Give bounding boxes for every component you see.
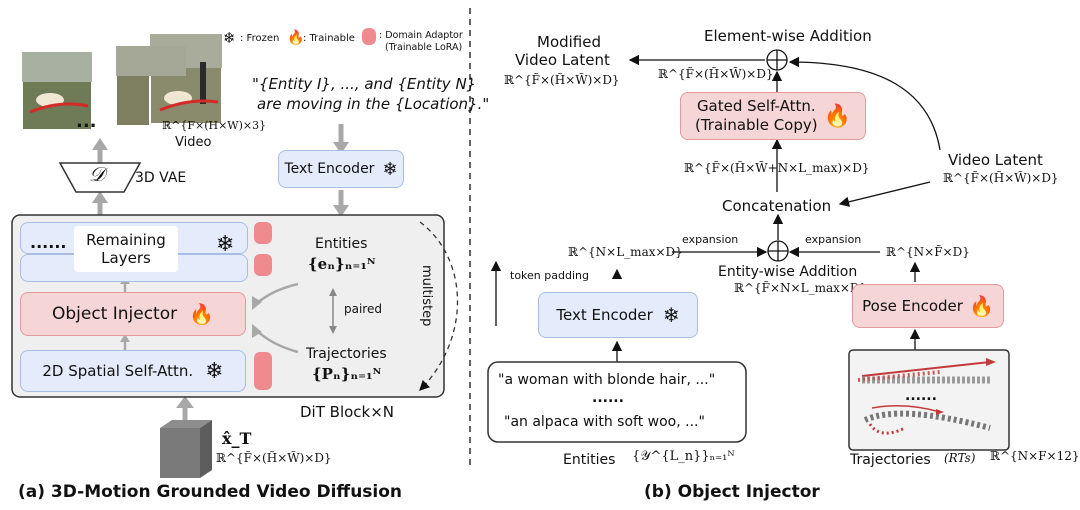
domain-adaptor-1 [254, 222, 272, 244]
modified-latent-line1: Modified [537, 33, 602, 51]
gated-self-attn-line2: (Trainable Copy) [694, 116, 818, 134]
prompt-line-1: "{Entity I}, ..., and {Entity N} [252, 75, 477, 93]
text-encoder-right-label: Text Encoder [556, 306, 653, 324]
legend-frozen: : Frozen [240, 33, 280, 44]
spatial-self-attn: 2D Spatial Self-Attn. ❄ [20, 350, 246, 392]
domain-adaptor-2 [254, 254, 272, 276]
snowflake-icon: ❄ [205, 358, 224, 384]
paired-label: paired [344, 302, 382, 316]
gated-self-attn: Gated Self-Attn. (Trainable Copy) 🔥 [680, 92, 866, 140]
fire-icon: 🔥 [968, 294, 994, 318]
video-frames [21, 33, 223, 131]
trajectories-rts: (RTs) [944, 451, 976, 465]
xt-dims: ℝ^{F̃×(H̃×W̃)×D} [216, 451, 332, 465]
snowflake-icon: ❄ [662, 303, 680, 327]
token-padding-label: token padding [510, 269, 589, 282]
vae-symbol: 𝒟 [89, 162, 105, 186]
multistep-label: multistep [419, 265, 434, 327]
text-encoder-left: Text Encoder ❄ [278, 150, 404, 188]
layers-dots: ...... [30, 233, 67, 252]
entity-prompt-1: "a woman with blonde hair, ..." [498, 372, 716, 388]
text-dims: ℝ^{N×L_max×D} [568, 245, 683, 259]
trajectories-dims: ℝ^{N×F×12} [990, 449, 1080, 463]
concat-dims: ℝ^{F̃×(H̃×W̃+N×L_max)×D} [684, 161, 870, 175]
multistep-arrow [419, 221, 458, 391]
entitywise-label: Entity-wise Addition [718, 264, 858, 280]
trajectories-label-left: Trajectories [306, 346, 387, 362]
object-injector-left: Object Injector 🔥 [20, 292, 246, 336]
vae-label: 3D VAE [135, 170, 187, 186]
entities-math-left: {eₙ}ₙ₌₁ᴺ [308, 255, 376, 273]
caption-right: (b) Object Injector [644, 482, 820, 502]
video-dims: ℝ^{F×(H×W)×3} [162, 119, 267, 132]
entities-label-left: Entities [315, 236, 368, 252]
pose-encoder: Pose Encoder 🔥 [852, 284, 1004, 328]
text-encoder-left-label: Text Encoder [284, 161, 375, 177]
entities-label-right: Entities [563, 452, 616, 468]
elementwise-dims: ℝ^{F̃×(H̃×W̃)×D} [658, 67, 774, 81]
trajectory-cameras [857, 358, 996, 435]
domain-adaptor-swatch [362, 28, 376, 45]
trajectories-label-right: Trajectories [850, 452, 931, 468]
modified-latent-dims: ℝ^{F̃×(H̃×W̃)×D} [504, 73, 620, 87]
entity-prompt-dots: ...... [592, 390, 624, 406]
legend-trainable: : Trainable [303, 33, 355, 44]
entity-prompts-box [487, 361, 747, 443]
trajectory-dots: ...... [905, 388, 937, 404]
domain-adaptor-3 [254, 352, 272, 390]
entity-prompt-2: "an alpaca with soft woo, ..." [504, 414, 705, 430]
noise-cube [160, 420, 212, 478]
video-ellipsis: ... [76, 111, 97, 132]
gated-self-attn-line1: Gated Self-Attn. [696, 97, 816, 116]
xt-label: x̂_T [222, 429, 252, 448]
text-encoder-right: Text Encoder ❄ [538, 292, 698, 338]
legend-domain-adaptor: : Domain Adaptor [379, 30, 463, 41]
trajectories-math-left: {Pₙ}ₙ₌₁ᴺ [312, 365, 382, 383]
caption-left: (a) 3D-Motion Grounded Video Diffusion [18, 482, 403, 502]
fire-icon: 🔥 [823, 103, 852, 129]
snowflake-icon: ❄ [216, 232, 235, 257]
modified-latent-line2: Video Latent [515, 51, 610, 69]
elementwise-label: Element-wise Addition [704, 27, 872, 45]
entities-math-right: {𝒴^{L_n}}ₙ₌₁ᴺ [632, 449, 735, 464]
remaining-layers-label: Remaining Layers [74, 226, 178, 272]
vae-trapezoid [58, 162, 142, 193]
video-latent-label: Video Latent [948, 151, 1043, 169]
expansion-left: expansion [682, 233, 739, 246]
pose-dims: ℝ^{N×F̃×D} [886, 245, 970, 259]
spatial-self-attn-label: 2D Spatial Self-Attn. [42, 362, 194, 380]
prompt-line-2: are moving in the {Location}." [257, 95, 490, 113]
expansion-right: expansion [805, 233, 862, 246]
snowflake-icon: ❄ [382, 158, 398, 180]
video-latent-dims: ℝ^{F̃×(H̃×W̃)×D} [943, 171, 1059, 185]
snowflake-icon: ❄ [223, 29, 236, 47]
concatenation-label: Concatenation [722, 197, 832, 215]
fire-icon: 🔥 [287, 30, 305, 46]
legend-domain-adaptor-sub: (Trainable LoRA) [385, 42, 463, 53]
dit-block-label: DiT Block×N [300, 403, 395, 421]
object-injector-left-label: Object Injector [51, 304, 178, 324]
pose-encoder-label: Pose Encoder [862, 297, 963, 315]
video-label: Video [175, 135, 212, 150]
fire-icon: 🔥 [189, 302, 215, 326]
entitywise-dims: ℝ^{F̃×N×L_max×D} [734, 281, 868, 295]
